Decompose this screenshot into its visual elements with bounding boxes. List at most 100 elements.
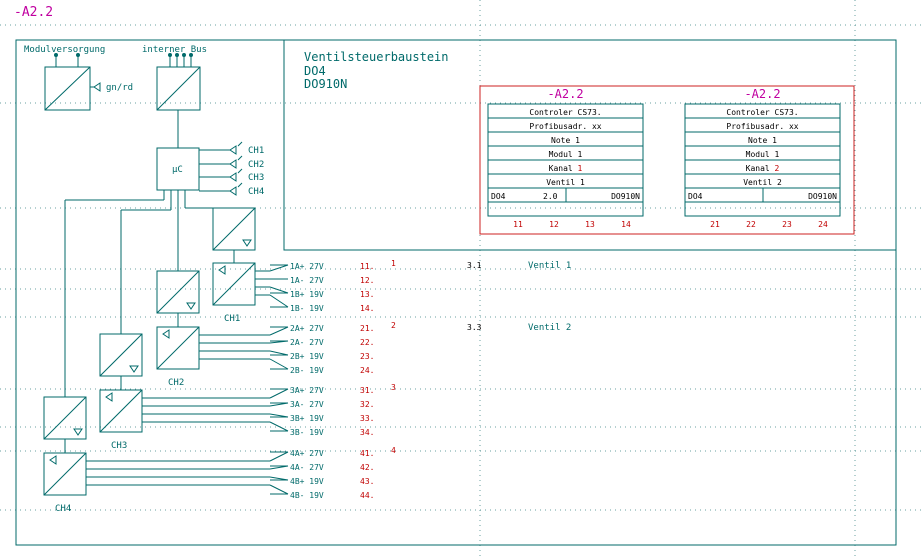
led-2	[199, 155, 243, 169]
symbol-type: DO4	[491, 192, 506, 201]
channel-1-driver	[212, 207, 289, 308]
terminal-label: 1A+ 27V	[290, 262, 324, 271]
terminal-label: 3A- 27V	[290, 400, 324, 409]
channel-4-driver	[43, 396, 289, 496]
led-label: CH1	[248, 146, 264, 156]
symbol-pin: 12	[549, 220, 559, 229]
module-symbol-frame	[479, 85, 855, 235]
terminal-label: 3A+ 27V	[290, 386, 324, 395]
symbol-pin: 21	[710, 220, 720, 229]
symbol-title: -A2.2	[744, 87, 780, 101]
terminal-number: 23.	[360, 352, 374, 361]
terminal-group: 1	[391, 259, 396, 268]
cross-references: 3.1 Ventil 1 3.3 Ventil 2	[467, 261, 571, 333]
symbol-kanal: Kanal 2	[746, 164, 780, 173]
terminal-number: 12.	[360, 276, 374, 285]
channel-label: CH2	[168, 378, 184, 388]
terminal-number: 42.	[360, 463, 374, 472]
channel-label: CH4	[55, 504, 71, 514]
reference-label: Ventil 2	[528, 323, 571, 333]
terminal-label: 4A+ 27V	[290, 449, 324, 458]
terminal-number: 31.	[360, 386, 374, 395]
terminal-label: 2B+ 19V	[290, 352, 324, 361]
led-label: CH2	[248, 160, 264, 170]
reference-number: 3.1	[467, 261, 482, 270]
symbol-row: Note 1	[551, 136, 580, 145]
symbol-row: Note 1	[748, 136, 777, 145]
kanal-prefix: Kanal	[746, 164, 775, 173]
kanal-number: 1	[578, 164, 583, 173]
terminal-number: 44.	[360, 491, 374, 500]
terminal-number: 22.	[360, 338, 374, 347]
terminal-number: 34.	[360, 428, 374, 437]
symbol-part: DO910N	[808, 192, 837, 201]
symbol-row: Controler CS73.	[529, 108, 601, 117]
terminal-number: 32.	[360, 400, 374, 409]
terminal-label: 2A- 27V	[290, 338, 324, 347]
microcontroller-label: µC	[172, 165, 183, 175]
symbol-row: Profibusadr. xx	[529, 122, 601, 131]
terminal-label: 3B- 19V	[290, 428, 324, 437]
channel-label: CH1	[224, 314, 240, 324]
terminal-label: 1B- 19V	[290, 304, 324, 313]
terminal-number: 33.	[360, 414, 374, 423]
terminal-number: 21.	[360, 324, 374, 333]
terminal-label: 4B+ 19V	[290, 477, 324, 486]
module-title-line-1: Ventilsteuerbaustein	[304, 50, 449, 64]
terminal-label: 4B- 19V	[290, 491, 324, 500]
led-4	[199, 182, 243, 196]
symbol-type: DO4	[688, 192, 703, 201]
power-supply-label: Modulversorgung	[24, 45, 105, 55]
terminal-label: 3B+ 19V	[290, 414, 324, 423]
internal-bus-label: interner Bus	[142, 45, 207, 55]
channel-label: CH3	[111, 441, 127, 451]
symbol-part: DO910N	[611, 192, 640, 201]
sheet-reference: -A2.2	[14, 5, 53, 20]
terminal-group: 3	[391, 383, 396, 392]
led-label: CH4	[248, 187, 264, 197]
symbol-address: 2.0	[543, 192, 558, 201]
symbol-row: Controler CS73.	[726, 108, 798, 117]
led-label: CH3	[248, 173, 264, 183]
terminal-label: 1B+ 19V	[290, 290, 324, 299]
reference-number: 3.3	[467, 323, 482, 332]
terminal-number: 11.	[360, 262, 374, 271]
symbol-pin: 13	[585, 220, 595, 229]
terminal-label: 2B- 19V	[290, 366, 324, 375]
symbol-pin: 24	[818, 220, 828, 229]
led-3	[199, 168, 243, 182]
terminal-label: 2A+ 27V	[290, 324, 324, 333]
terminal-number: 24.	[360, 366, 374, 375]
led-color-label: gn/rd	[106, 83, 133, 93]
terminal-label: 4A- 27V	[290, 463, 324, 472]
symbol-pin: 14	[621, 220, 631, 229]
bus-lines	[64, 190, 234, 397]
terminal-number: 13.	[360, 290, 374, 299]
module-title-line-2: DO4	[304, 64, 326, 78]
terminal-group: 4	[391, 446, 396, 455]
symbol-ventil: Ventil 2	[743, 178, 782, 187]
terminal-number: 43.	[360, 477, 374, 486]
kanal-prefix: Kanal	[549, 164, 578, 173]
symbol-title: -A2.2	[547, 87, 583, 101]
symbol-row: Modul 1	[549, 150, 583, 159]
symbol-row: Modul 1	[746, 150, 780, 159]
symbol-ventil: Ventil 1	[546, 178, 585, 187]
symbol-pin: 23	[782, 220, 792, 229]
channel-3-driver	[99, 333, 289, 433]
module-frame	[15, 39, 897, 546]
symbol-row: Profibusadr. xx	[726, 122, 798, 131]
symbol-kanal: Kanal 1	[549, 164, 583, 173]
reference-label: Ventil 1	[528, 261, 571, 271]
terminal-label: 1A- 27V	[290, 276, 324, 285]
symbol-pin: 11	[513, 220, 523, 229]
module-title-line-3: DO910N	[304, 77, 347, 91]
